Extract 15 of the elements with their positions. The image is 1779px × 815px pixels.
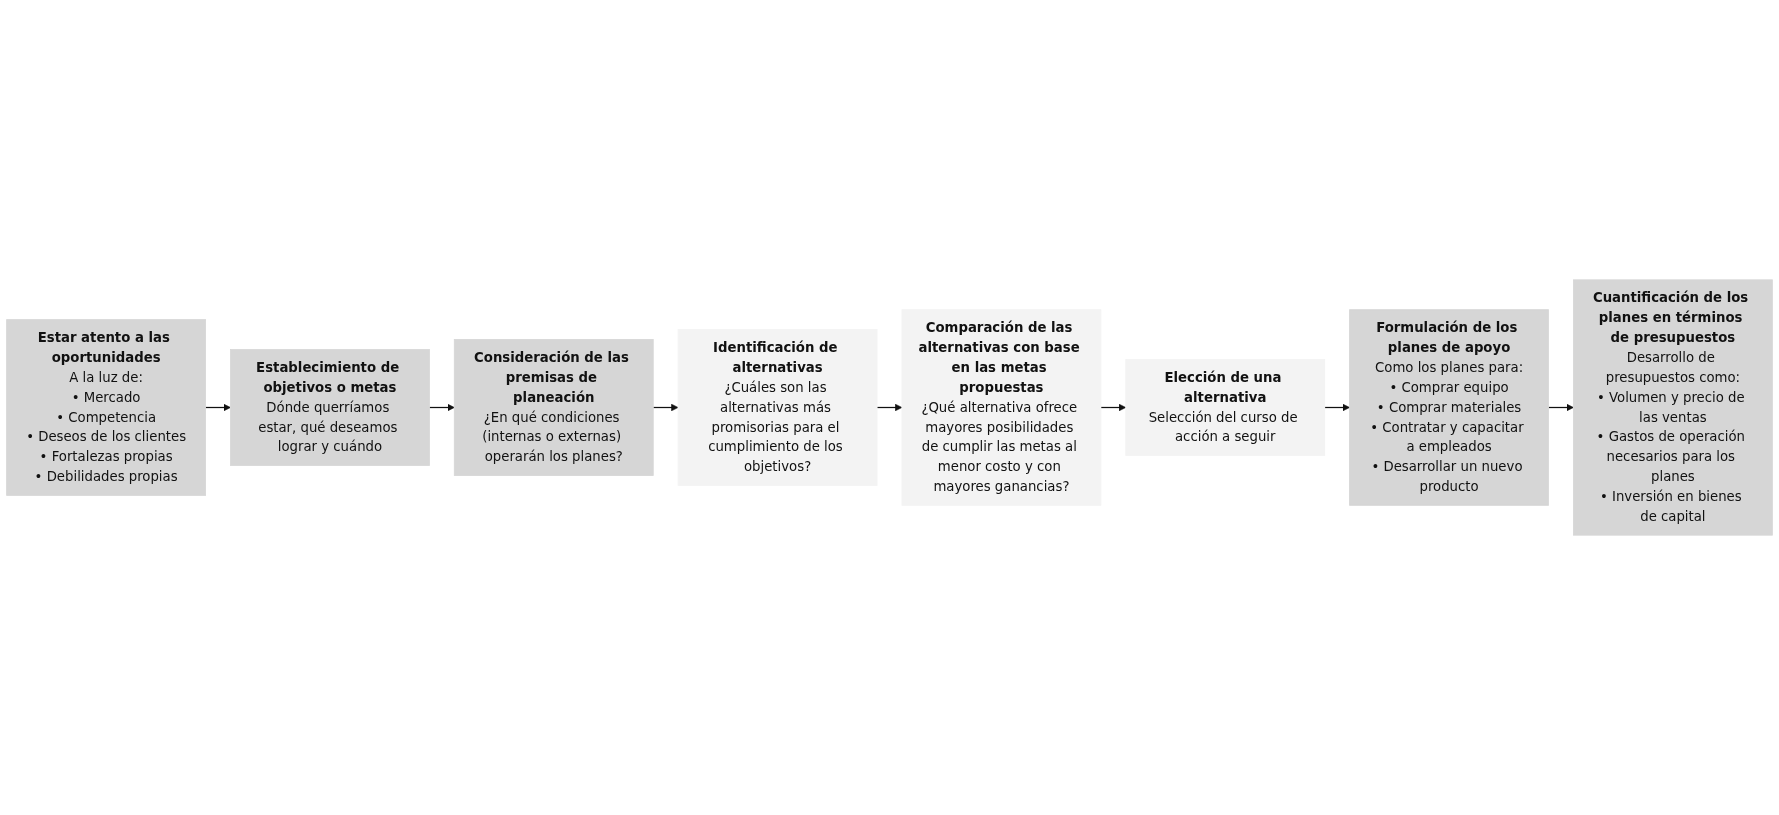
node-box: Consideración de las premisas de planeación ¿En qué condiciones (internas o externas) operarán los planes?: [453, 339, 654, 476]
node-box: Cuantificación de los planes en términos de presupuestos Desarrollo de presupuestos como: • Volumen y precio de las ventas • Gastos de operación necesarios para los planes • Inversión en bienes de capital: [1573, 279, 1773, 536]
node-box: Formulación de los planes de apoyo Como los planes para: • Comprar equipo • Comprar materiales • Contratar y capacitar a empleados • Desarrollar un nuevo producto: [1349, 309, 1549, 506]
arrow: [1547, 403, 1574, 412]
arrow: [1324, 403, 1350, 412]
arrow: [652, 403, 679, 412]
arrow: [204, 403, 231, 412]
arrow: [1100, 403, 1127, 412]
node-box: Estar atento a las oportunidades A la luz de: • Mercado • Competencia • Deseos de los clientes • Fortalezas propias • Debilidades propias: [6, 319, 206, 496]
node-box: Elección de una alternativa Selección del curso de acción a seguir: [1125, 359, 1326, 456]
node-box: Establecimiento de objetivos o metas Dónde querríamos estar, qué deseamos lograr y cuándo: [230, 349, 430, 466]
arrow: [428, 403, 455, 412]
arrow: [876, 403, 903, 412]
node-box: Identificación de alternativas ¿Cuáles son las alternativas más promisorias para el cumplimiento de los objetivos?: [677, 329, 878, 486]
node-box: Comparación de las alternativas con base en las metas propuestas ¿Qué alternativa ofrece mayores posibilidades de cumplir las metas al menor costo y con mayores ganancias?: [901, 309, 1102, 506]
